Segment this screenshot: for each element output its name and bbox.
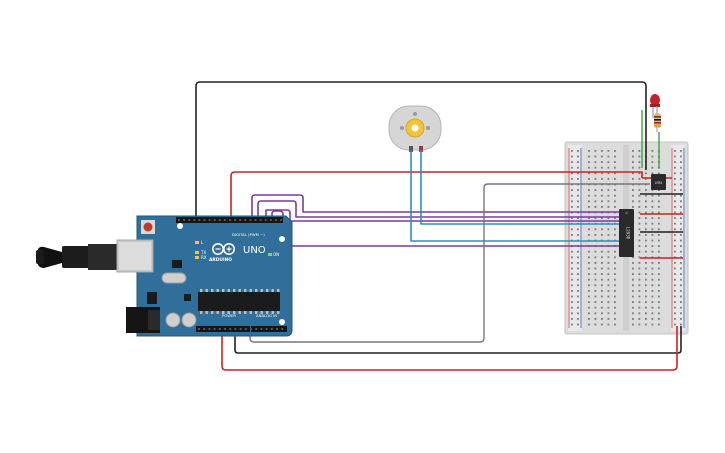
arduino-logo-icon xyxy=(212,243,236,256)
board-brand-label: ARDUINO xyxy=(209,257,232,263)
wire-black-top[interactable] xyxy=(195,81,647,217)
arduino-uno-board[interactable]: L TX RX ON UNO ARDUINO DIGITAL (PWM ~) P… xyxy=(36,215,293,337)
resistor[interactable] xyxy=(654,106,661,132)
wire-black-bottom[interactable] xyxy=(234,324,682,354)
wire-gray-sensor[interactable] xyxy=(249,183,650,343)
led-l-label: L xyxy=(201,240,204,245)
atmega-pins xyxy=(200,289,280,314)
usb-cable xyxy=(36,244,118,270)
led-rx-label: RX xyxy=(201,255,207,260)
digital-header-label: DIGITAL (PWM ~) xyxy=(232,232,265,237)
board-model-label: UNO xyxy=(243,245,266,256)
wire-blue-motor-1[interactable] xyxy=(410,150,620,242)
reset-button[interactable] xyxy=(143,222,153,232)
analog-header[interactable] xyxy=(251,326,287,332)
header-holes xyxy=(178,219,284,330)
breadboard-holes xyxy=(571,150,682,326)
wire-blue-motor-2[interactable] xyxy=(420,150,620,225)
driver-label: L293D xyxy=(626,227,631,240)
sensor-label: LM35 xyxy=(655,181,663,185)
wire-red-top[interactable] xyxy=(230,171,643,218)
analog-header-label: ANALOG IN xyxy=(256,313,277,318)
power-header-label: POWER xyxy=(222,313,236,318)
l293d-driver-chip[interactable]: L293D xyxy=(619,209,634,257)
wire-purple-1[interactable] xyxy=(251,194,620,218)
dc-motor[interactable] xyxy=(388,105,442,152)
power-header[interactable] xyxy=(196,326,250,332)
wire-purple-2[interactable] xyxy=(257,200,620,218)
wire-red-bottom[interactable] xyxy=(221,324,678,371)
wire-purple-4[interactable] xyxy=(271,210,620,247)
led-tx-label: TX xyxy=(200,250,206,255)
led-on-label: ON xyxy=(273,252,279,257)
wire-purple-3[interactable] xyxy=(265,209,620,222)
lm35-sensor[interactable]: LM35 xyxy=(651,174,666,190)
